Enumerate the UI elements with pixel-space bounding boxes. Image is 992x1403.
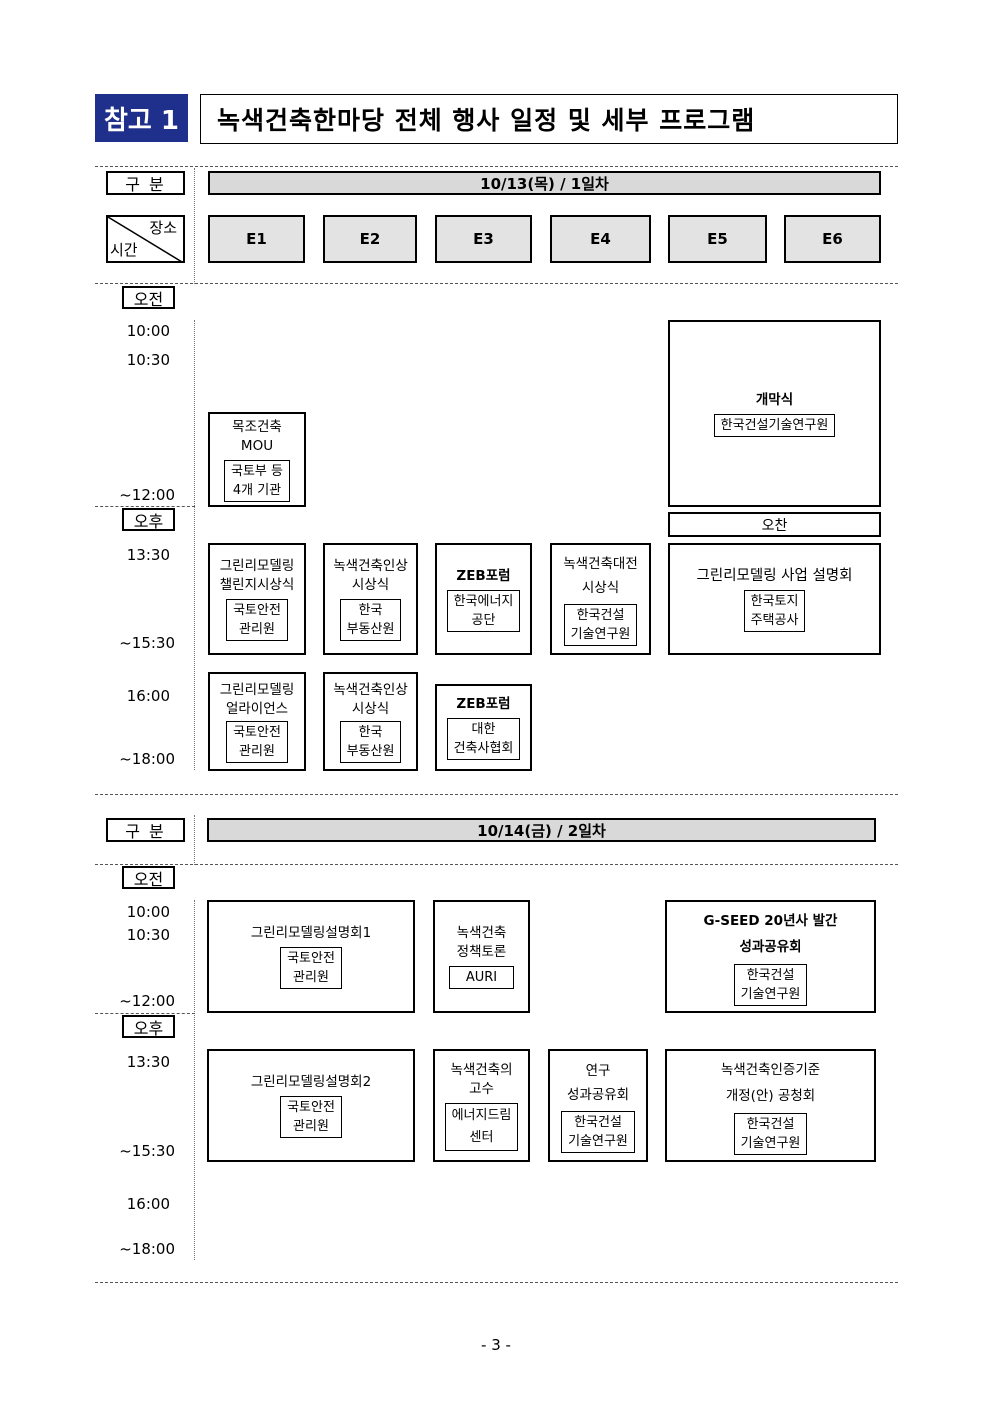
event-zeb-forum-1: ZEB포럼 한국에너지 공단 (435, 543, 532, 655)
event-research-sharing: 연구 성과공유회 한국건설 기술연구원 (548, 1049, 648, 1162)
event-organizer: 한국건설기술연구원 (713, 413, 836, 437)
event-title: 녹색건축인상 시상식 (333, 681, 408, 717)
room-e5: E5 (668, 215, 767, 263)
event-organizer: 한국 부동산원 (339, 599, 402, 641)
event-green-award-1: 녹색건축인상 시상식 한국 부동산원 (323, 543, 418, 655)
event-organizer: 국토안전 관리원 (280, 1096, 342, 1138)
time-axis-line (194, 320, 195, 770)
event-title: 녹색건축의 고수 (450, 1061, 513, 1097)
event-green-contest: 녹색건축대전 시상식 한국건설 기술연구원 (550, 543, 651, 655)
event-organizer: 한국 부동산원 (339, 720, 402, 763)
gubun-label: 구 분 (106, 818, 185, 842)
time-label: 10:00 (126, 322, 170, 340)
event-title: G-SEED 20년사 발간 성과공유회 (703, 912, 838, 955)
event-opening-ceremony: 개막식 한국건설기술연구원 (668, 320, 881, 507)
am-label: 오전 (122, 866, 175, 889)
room-e3: E3 (435, 215, 532, 263)
event-greenremodeling-briefing-1: 그린리모델링설명회1 국토안전 관리원 (207, 900, 415, 1013)
event-title: 개막식 (755, 391, 794, 408)
time-label: ~18:00 (119, 750, 175, 768)
time-axis-line (194, 900, 195, 1260)
divider (95, 1282, 898, 1283)
room-e6: E6 (784, 215, 881, 263)
divider (95, 794, 898, 795)
time-label: ~15:30 (119, 634, 175, 652)
divider (95, 283, 898, 284)
time-label: 16:00 (126, 687, 170, 705)
divider (194, 168, 195, 284)
time-label: ~15:30 (119, 1142, 175, 1160)
event-title: 그린리모델링 챌린지시상식 (219, 558, 295, 593)
event-title: 녹색건축인상 시상식 (333, 558, 408, 593)
gubun-label: 구 분 (106, 171, 185, 195)
event-title: 녹색건축대전 시상식 (563, 556, 638, 596)
event-title: 녹색건축 정책토론 (456, 925, 507, 960)
time-label: ~12:00 (119, 992, 175, 1010)
room-e1: E1 (208, 215, 305, 263)
event-title: 녹색건축인증기준 개정(안) 공청회 (720, 1061, 821, 1104)
event-title: 그린리모델링 얼라이언스 (219, 681, 295, 717)
event-wood-mou: 목조건축 MOU 국토부 등 4개 기관 (208, 412, 306, 507)
event-organizer: 국토안전 관리원 (280, 947, 342, 989)
divider (95, 506, 195, 507)
lunch-block: 오찬 (668, 512, 881, 537)
event-organizer: 한국토지 주택공사 (743, 589, 806, 632)
event-green-master: 녹색건축의 고수 에너지드림 센터 (433, 1049, 530, 1162)
room-e2: E2 (323, 215, 417, 263)
event-green-award-2: 녹색건축인상 시상식 한국 부동산원 (323, 672, 418, 771)
time-label: ~18:00 (119, 1240, 175, 1258)
time-label: 16:00 (126, 1195, 170, 1213)
reference-tag: 참고 1 (95, 94, 188, 142)
event-title: ZEB포럼 (456, 567, 511, 584)
time-label: 10:30 (126, 926, 170, 944)
event-title: 연구 성과공유회 (566, 1062, 630, 1103)
event-organizer: 한국건설 기술연구원 (733, 1112, 808, 1155)
event-title: 그린리모델링설명회2 (250, 1074, 372, 1090)
event-organizer: AURI (448, 966, 515, 989)
event-organizer: 대한 건축사협회 (446, 718, 521, 760)
event-zeb-forum-2: ZEB포럼 대한 건축사협회 (435, 684, 532, 771)
day1-date-bar: 10/13(목) / 1일차 (208, 171, 881, 195)
place-time-header: 장소 시간 (106, 215, 185, 263)
event-organizer: 국토부 등 4개 기관 (224, 459, 290, 502)
divider (95, 1013, 195, 1014)
event-organizer: 에너지드림 센터 (444, 1102, 519, 1151)
time-label: 10:30 (126, 351, 170, 369)
diagonal-line (108, 217, 182, 261)
place-label: 장소 (149, 219, 177, 237)
event-gseed-20th: G-SEED 20년사 발간 성과공유회 한국건설 기술연구원 (665, 900, 876, 1013)
event-greenremodeling-alliance: 그린리모델링 얼라이언스 국토안전 관리원 (208, 672, 306, 771)
event-certification-hearing: 녹색건축인증기준 개정(안) 공청회 한국건설 기술연구원 (665, 1049, 876, 1162)
event-organizer: 국토안전 관리원 (226, 720, 288, 763)
event-title: 목조건축 MOU (232, 418, 282, 454)
event-organizer: 한국건설 기술연구원 (561, 1110, 635, 1153)
room-e4: E4 (550, 215, 651, 263)
pm-label: 오후 (122, 1015, 175, 1038)
event-policy-debate: 녹색건축 정책토론 AURI (433, 900, 530, 1013)
pm-label: 오후 (122, 508, 175, 531)
event-title: 그린리모델링설명회1 (250, 925, 372, 941)
page-title: 녹색건축한마당 전체 행사 일정 및 세부 프로그램 (200, 94, 898, 144)
event-organizer: 한국건설 기술연구원 (733, 963, 808, 1006)
event-organizer: 한국에너지 공단 (446, 589, 521, 632)
event-organizer: 국토안전 관리원 (226, 599, 288, 641)
event-title: ZEB포럼 (456, 696, 511, 712)
event-title: 그린리모델링 사업 설명회 (696, 567, 853, 584)
page-number: - 3 - (481, 1336, 511, 1354)
am-label: 오전 (122, 286, 175, 309)
divider (95, 166, 898, 167)
event-organizer: 한국건설 기술연구원 (563, 604, 638, 646)
time-label: 13:30 (126, 1053, 170, 1071)
divider (95, 864, 898, 865)
time-label: 13:30 (126, 546, 170, 564)
time-label: 시간 (110, 241, 138, 259)
divider (194, 815, 195, 865)
time-label: 10:00 (126, 903, 170, 921)
time-label: ~12:00 (119, 486, 175, 504)
event-greenremodeling-briefing-2: 그린리모델링설명회2 국토안전 관리원 (207, 1049, 415, 1162)
day2-date-bar: 10/14(금) / 2일차 (207, 818, 876, 842)
event-greenremodeling-briefing: 그린리모델링 사업 설명회 한국토지 주택공사 (668, 543, 881, 655)
event-greenremodeling-challenge: 그린리모델링 챌린지시상식 국토안전 관리원 (208, 543, 306, 655)
